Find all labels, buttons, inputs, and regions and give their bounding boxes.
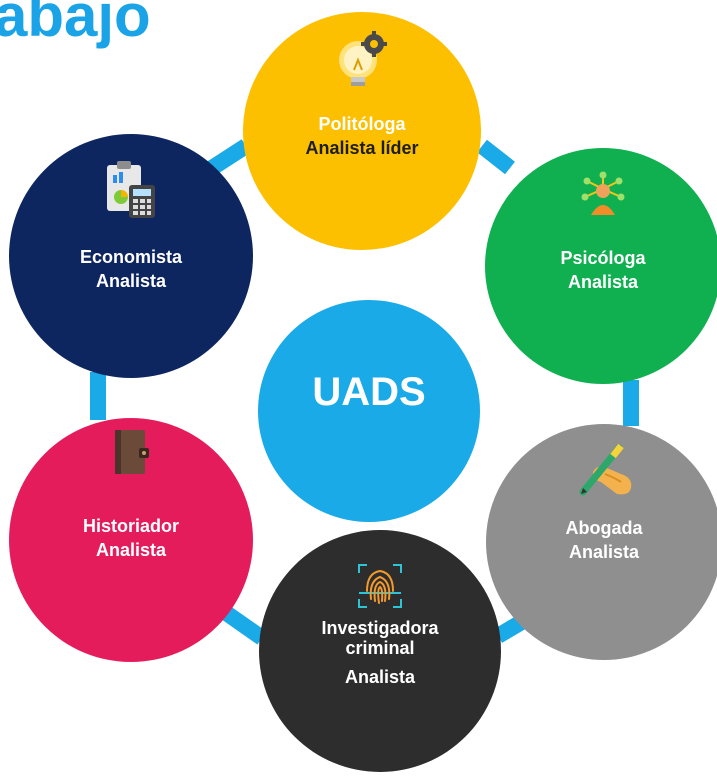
person-network-icon bbox=[581, 171, 625, 215]
node-investigadora-role: Analista bbox=[344, 667, 416, 688]
node-politologa-role: Analista líder bbox=[305, 137, 419, 158]
node-economista: Economista Analista bbox=[9, 134, 253, 378]
node-psicologa-role: Analista bbox=[567, 271, 639, 292]
node-investigadora: Investigadora criminal Analista bbox=[259, 530, 501, 772]
connector-historiador-investigadora bbox=[217, 603, 267, 645]
node-abogada: Abogada Analista bbox=[486, 424, 717, 660]
node-historiador: Historiador Analista bbox=[9, 418, 253, 662]
node-uads: UADS bbox=[258, 300, 480, 522]
node-historiador-role: Analista bbox=[95, 539, 167, 560]
node-politologa: Politóloga Analista líder bbox=[243, 12, 481, 250]
node-investigadora-title-cont: criminal bbox=[345, 638, 415, 659]
connector-top-psicologa bbox=[477, 139, 515, 175]
book-icon bbox=[115, 430, 149, 474]
node-economista-role: Analista bbox=[95, 270, 167, 291]
node-psicologa: Psicóloga Analista bbox=[485, 148, 717, 384]
calculator-clipboard-icon bbox=[107, 161, 155, 218]
node-uads-label: UADS bbox=[312, 370, 426, 414]
node-abogada-role: Analista bbox=[568, 541, 640, 562]
page-title: abajo bbox=[0, 0, 151, 49]
node-abogada-title: Abogada bbox=[565, 518, 643, 538]
hand-pen-icon bbox=[579, 443, 632, 496]
node-politologa-title: Politóloga bbox=[318, 114, 406, 134]
node-psicologa-title: Psicóloga bbox=[560, 248, 646, 268]
lightbulb-gear-icon bbox=[339, 31, 387, 86]
fingerprint-scan-icon bbox=[358, 564, 402, 608]
node-economista-title: Economista bbox=[79, 247, 183, 267]
connector-top-economista bbox=[207, 139, 251, 175]
node-investigadora-title: Investigadora bbox=[321, 618, 439, 638]
node-historiador-title: Historiador bbox=[82, 516, 179, 536]
